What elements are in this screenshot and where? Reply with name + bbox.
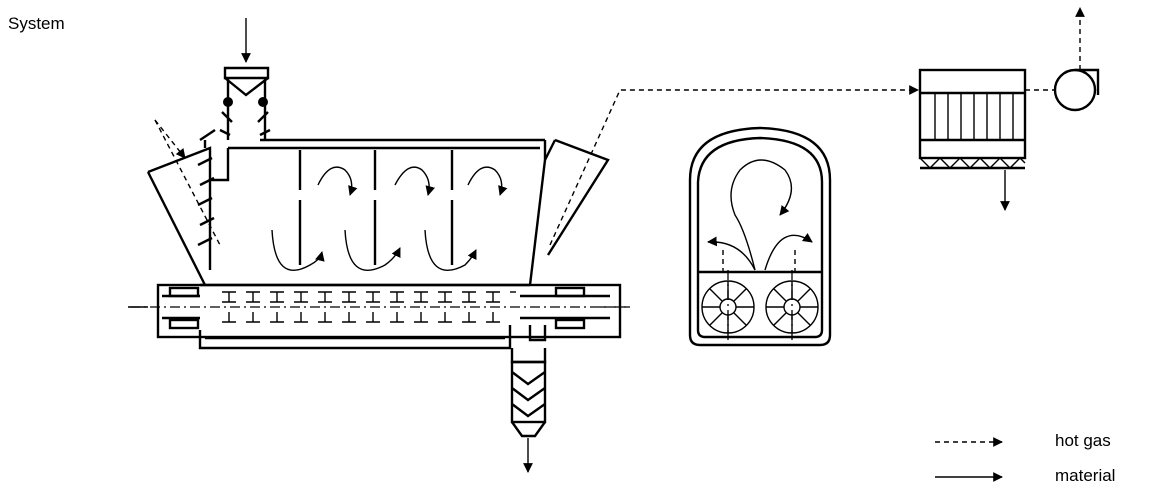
hot-gas-flows <box>154 7 1085 308</box>
fan <box>1053 68 1100 112</box>
feed-hopper <box>219 66 271 140</box>
material-flows <box>128 18 1010 473</box>
circulation-arrows <box>271 166 508 271</box>
paddles <box>222 291 516 323</box>
paddle-shaft <box>130 283 630 339</box>
discharge-chute <box>510 348 547 438</box>
cross-section <box>688 126 832 347</box>
inlet-louvres <box>197 129 216 247</box>
diagram-title: System <box>8 14 65 33</box>
bag-filter <box>918 68 1027 170</box>
legend-hot-gas-label: hot gas <box>1055 431 1111 450</box>
legend-material-label: material <box>1055 466 1116 485</box>
legend <box>935 437 1003 482</box>
